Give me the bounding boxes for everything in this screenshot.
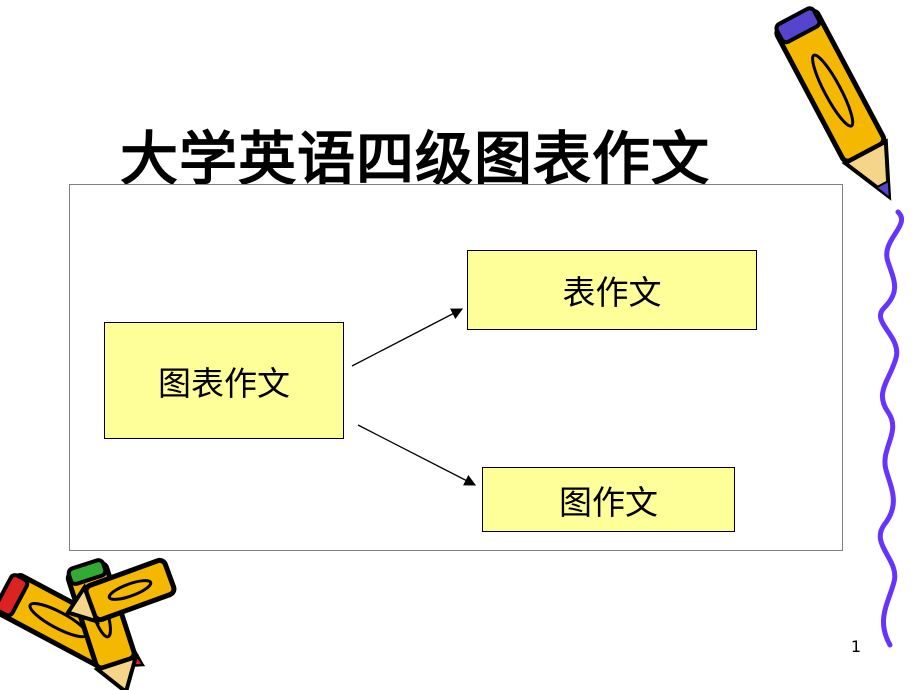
branch-node-table-label: 表作文 <box>562 273 662 312</box>
decorative-squiggle <box>877 209 904 648</box>
slide-title: 大学英语四级图表作文 <box>119 125 710 193</box>
pencil-icon <box>0 573 146 671</box>
branch-node-table: 表作文 <box>467 250 757 330</box>
diagram-frame <box>69 184 843 551</box>
page-number: 1 <box>850 637 862 656</box>
pencil-icon <box>64 557 177 625</box>
branch-node-chart: 图作文 <box>482 467 735 532</box>
root-node: 图表作文 <box>104 322 344 439</box>
pencil-icon <box>65 558 139 690</box>
root-node-label: 图表作文 <box>158 363 290 403</box>
branch-node-chart-label: 图作文 <box>559 482 658 522</box>
